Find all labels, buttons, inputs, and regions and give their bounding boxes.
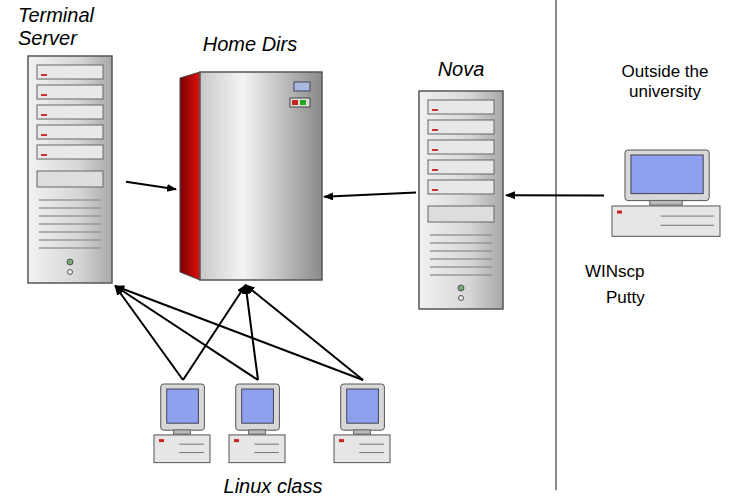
node-text: Home Dirs <box>176 33 324 56</box>
connector-line <box>115 286 183 380</box>
tool-label: Putty <box>606 288 645 308</box>
node-text: Terminal Server <box>18 4 118 50</box>
node-label: Nova <box>416 58 506 81</box>
arrow-connector <box>115 286 363 380</box>
nova-server: Nova <box>416 58 506 312</box>
node-label: Terminal Server <box>18 4 118 50</box>
node-text: Linux class <box>148 475 398 498</box>
storage-icon <box>178 70 324 282</box>
node-label: Home Dirs <box>176 33 324 56</box>
node-text: Outside the university <box>613 62 717 101</box>
computer-icon <box>610 148 722 240</box>
divider-line <box>555 0 557 490</box>
tool-label: WINscp <box>585 262 645 282</box>
server-icon <box>418 90 504 310</box>
node-text: Nova <box>416 58 506 81</box>
connector-line <box>324 193 416 197</box>
connector-line <box>115 286 363 380</box>
arrow-connector <box>183 285 363 380</box>
server-icon <box>27 55 113 284</box>
arrow-connector <box>324 193 416 197</box>
storage-server: Home Dirs <box>176 33 324 285</box>
connector-line <box>246 285 363 380</box>
computer-icon <box>148 382 398 466</box>
connector-line <box>183 285 246 380</box>
terminal-server: Terminal Server <box>18 4 126 286</box>
node-label: Linux class <box>148 475 398 498</box>
connector-line <box>506 194 604 196</box>
node-label: Outside the university <box>613 62 717 101</box>
linux-class: Linux class <box>148 380 398 498</box>
connector-line <box>246 285 258 380</box>
arrow-connector <box>126 182 176 190</box>
connector-line <box>126 182 176 190</box>
outside-computer: Outside the university <box>604 62 726 240</box>
arrow-connector <box>506 195 604 196</box>
